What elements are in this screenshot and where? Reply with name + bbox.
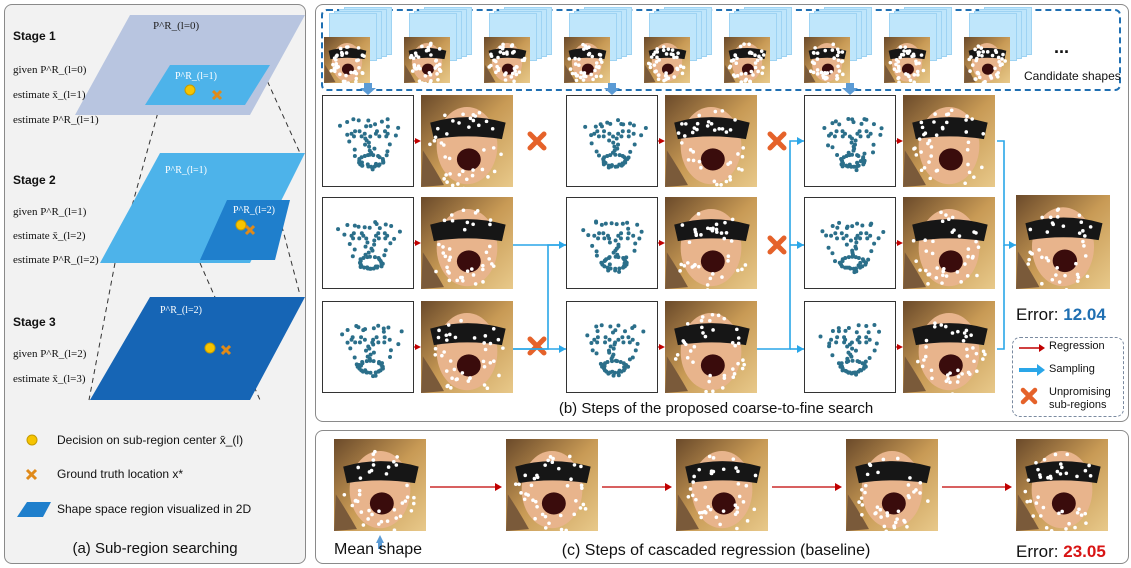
panel-c-caption: (c) Steps of cascaded regression (baseli…: [561, 542, 871, 559]
legend-ground-truth-text: Ground truth location x*: [57, 467, 184, 481]
stage1-line1: given P^R_(l=0): [13, 64, 87, 76]
aligned-face-tile: [903, 95, 995, 187]
candidate-shape-thumbnail: [964, 37, 1010, 83]
candidate-shape-thumbnail: [404, 37, 450, 83]
search-error-value: 12.04: [1063, 305, 1106, 324]
baseline-error: Error: 23.05: [1016, 542, 1106, 562]
cascade-face-tile: [334, 439, 426, 531]
stage1-line2: estimate x̄_(l=1): [13, 89, 86, 101]
stage3-line2: estimate x̄_(l=3): [13, 373, 86, 385]
stage3-outer-label: P^R_(l=2): [160, 305, 202, 316]
panel-b-caption: (b) Steps of the proposed coarse-to-fine…: [558, 400, 874, 417]
regression-arrow-icon: [1039, 344, 1045, 352]
sampling-arrow-icon: [1019, 364, 1045, 376]
stage1-decision-dot: [184, 84, 196, 96]
stage3-ground-truth-cross: [220, 344, 232, 356]
stage-diagram: P^R_(l=0) P^R_(l=1) P^R_(l=1) P^R_(l=2) …: [17, 15, 305, 517]
cascade-face-tile: [506, 439, 598, 531]
baseline-error-label: Error:: [1016, 542, 1064, 561]
stage2-subregion: [200, 200, 290, 260]
legend-decision-text: Decision on sub-region center x̄_(l): [57, 433, 244, 447]
landmark-shape-tile: [804, 95, 896, 187]
candidate-shape-thumbnail: [724, 37, 770, 83]
search-error-label: Error:: [1016, 305, 1064, 324]
baseline-error-value: 23.05: [1063, 542, 1106, 561]
cascade-arrows: [376, 483, 1012, 549]
mean-shape-label: Mean shape: [334, 541, 423, 558]
landmark-shape-tile: [804, 197, 896, 289]
cascade-face-tile: [676, 439, 768, 531]
final-result-face: [1016, 195, 1110, 292]
panel-cascaded-regression: Mean shape (c) Steps of cascaded regress…: [315, 430, 1129, 564]
candidate-shapes-label: Candidate shapes: [1024, 69, 1121, 83]
candidate-shape-thumbnail: [644, 37, 690, 83]
aligned-face-tile: [421, 197, 513, 289]
unpromising-x-icon: [527, 336, 547, 356]
cascade-face-tile: [1016, 439, 1108, 531]
stage2-ground-truth-cross: [244, 224, 256, 236]
stage1-ground-truth-cross: [211, 89, 223, 101]
panel-coarse-to-fine-search: ... Candidate shapes: [315, 4, 1129, 422]
landmark-shape-tile: [566, 95, 658, 187]
legend-sampling: Sampling: [1049, 363, 1095, 375]
aligned-face-tile: [665, 197, 757, 289]
cascade-face-tile: [846, 439, 938, 531]
landmark-shape-tile: [566, 197, 658, 289]
unpromising-x-icon: [767, 131, 787, 151]
flow-arrows: [360, 83, 1016, 356]
landmark-shape-tile: [322, 301, 414, 393]
aligned-face-tile: [903, 301, 995, 393]
unpromising-x-icon: [767, 235, 787, 255]
stage2-line2: estimate x̄_(l=2): [13, 230, 86, 242]
legend-region-text: Shape space region visualized in 2D: [57, 502, 252, 516]
aligned-face-tile: [421, 95, 513, 187]
stage3-region: [90, 297, 305, 400]
landmark-shape-tile: [322, 197, 414, 289]
candidate-shape-thumbnail: [884, 37, 930, 83]
landmark-shape-tile: [322, 95, 414, 187]
candidate-shape-thumbnail: [324, 37, 370, 83]
legend-orange-cross-icon: [25, 468, 38, 481]
aligned-face-tile: [421, 301, 513, 393]
stage2-title: Stage 2: [13, 173, 56, 187]
mean-shape-arrow-icon: [376, 535, 384, 549]
stage1-outer-label: P^R_(l=0): [153, 20, 200, 32]
candidate-shapes-box: [321, 9, 1121, 91]
stage1-subregion: [145, 65, 270, 105]
aligned-face-tile: [665, 301, 757, 393]
stage2-line1: given P^R_(l=1): [13, 206, 87, 218]
aligned-face-tile: [903, 197, 995, 289]
legend-region-icon: [17, 502, 51, 517]
stage2-decision-dot: [235, 219, 247, 231]
landmark-shape-tile: [566, 301, 658, 393]
stage2-outer-label: P^R_(l=1): [165, 165, 207, 176]
legend-unpromising: Unpromising sub-regions: [1049, 386, 1111, 411]
stage1-inner-label: P^R_(l=1): [175, 71, 217, 82]
unpromising-x-icon: [1020, 387, 1038, 405]
candidate-shape-thumbnail: [804, 37, 850, 83]
legend-regression: Regression: [1049, 340, 1105, 352]
stage1-line3: estimate P^R_(l=1): [13, 114, 99, 126]
search-error: Error: 12.04: [1016, 305, 1106, 325]
stage1-title: Stage 1: [13, 29, 56, 43]
flow-legend: Regression Sampling Unpromising sub-regi…: [1012, 337, 1124, 417]
candidate-shape-thumbnail: [484, 37, 530, 83]
landmark-shape-tile: [804, 301, 896, 393]
candidate-shape-thumbnail: [564, 37, 610, 83]
stage3-decision-dot: [204, 342, 216, 354]
panel-a-caption: (a) Sub-region searching: [72, 540, 238, 557]
unpromising-x-icon: [527, 131, 547, 151]
stage2-inner-label: P^R_(l=2): [233, 205, 275, 216]
aligned-face-tile: [665, 95, 757, 187]
stage2-line3: estimate P^R_(l=2): [13, 254, 99, 266]
stage3-line1: given P^R_(l=2): [13, 348, 87, 360]
candidate-ellipsis: ...: [1054, 37, 1070, 57]
legend-yellow-dot-icon: [26, 434, 38, 446]
stage3-title: Stage 3: [13, 315, 56, 329]
panel-sub-region-searching: P^R_(l=0) P^R_(l=1) P^R_(l=1) P^R_(l=2) …: [4, 4, 306, 564]
